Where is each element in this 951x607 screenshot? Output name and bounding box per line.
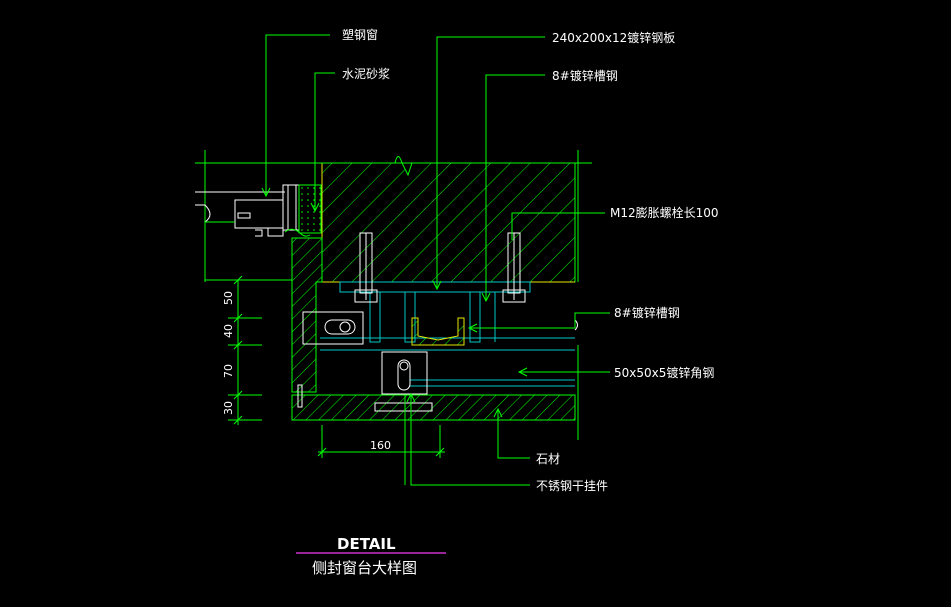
steel-assembly (297, 281, 575, 412)
dimension-lines (225, 275, 445, 458)
leader-lines (261, 34, 610, 486)
dim-160: 160 (370, 439, 391, 452)
label-stone: 石材 (536, 452, 560, 466)
label-cement-mortar: 水泥砂浆 (342, 66, 390, 81)
window-frame (195, 184, 322, 237)
anchor-bolt-right (502, 232, 526, 303)
detail-title: DETAIL (337, 535, 396, 553)
label-galv-plate: 240x200x12镀锌钢板 (552, 31, 675, 45)
label-channel-steel-mid: 8#镀锌槽钢 (614, 306, 680, 320)
dim-70: 70 (222, 364, 235, 378)
detail-subtitle: 侧封窗台大样图 (312, 559, 417, 577)
stone-slab (291, 319, 579, 440)
label-angle-steel: 50x50x5镀锌角钢 (614, 366, 714, 380)
anchor-bolt-left (354, 232, 378, 303)
label-anchor-bolt: M12膨胀螺栓长100 (610, 205, 719, 220)
dim-50: 50 (222, 291, 235, 305)
label-stainless-hanger: 不锈钢干挂件 (536, 479, 608, 493)
label-plastic-steel-window: 塑钢窗 (342, 27, 378, 42)
dim-40: 40 (222, 324, 235, 338)
dim-30: 30 (222, 401, 235, 415)
label-channel-steel-top: 8#镀锌槽钢 (552, 69, 618, 83)
